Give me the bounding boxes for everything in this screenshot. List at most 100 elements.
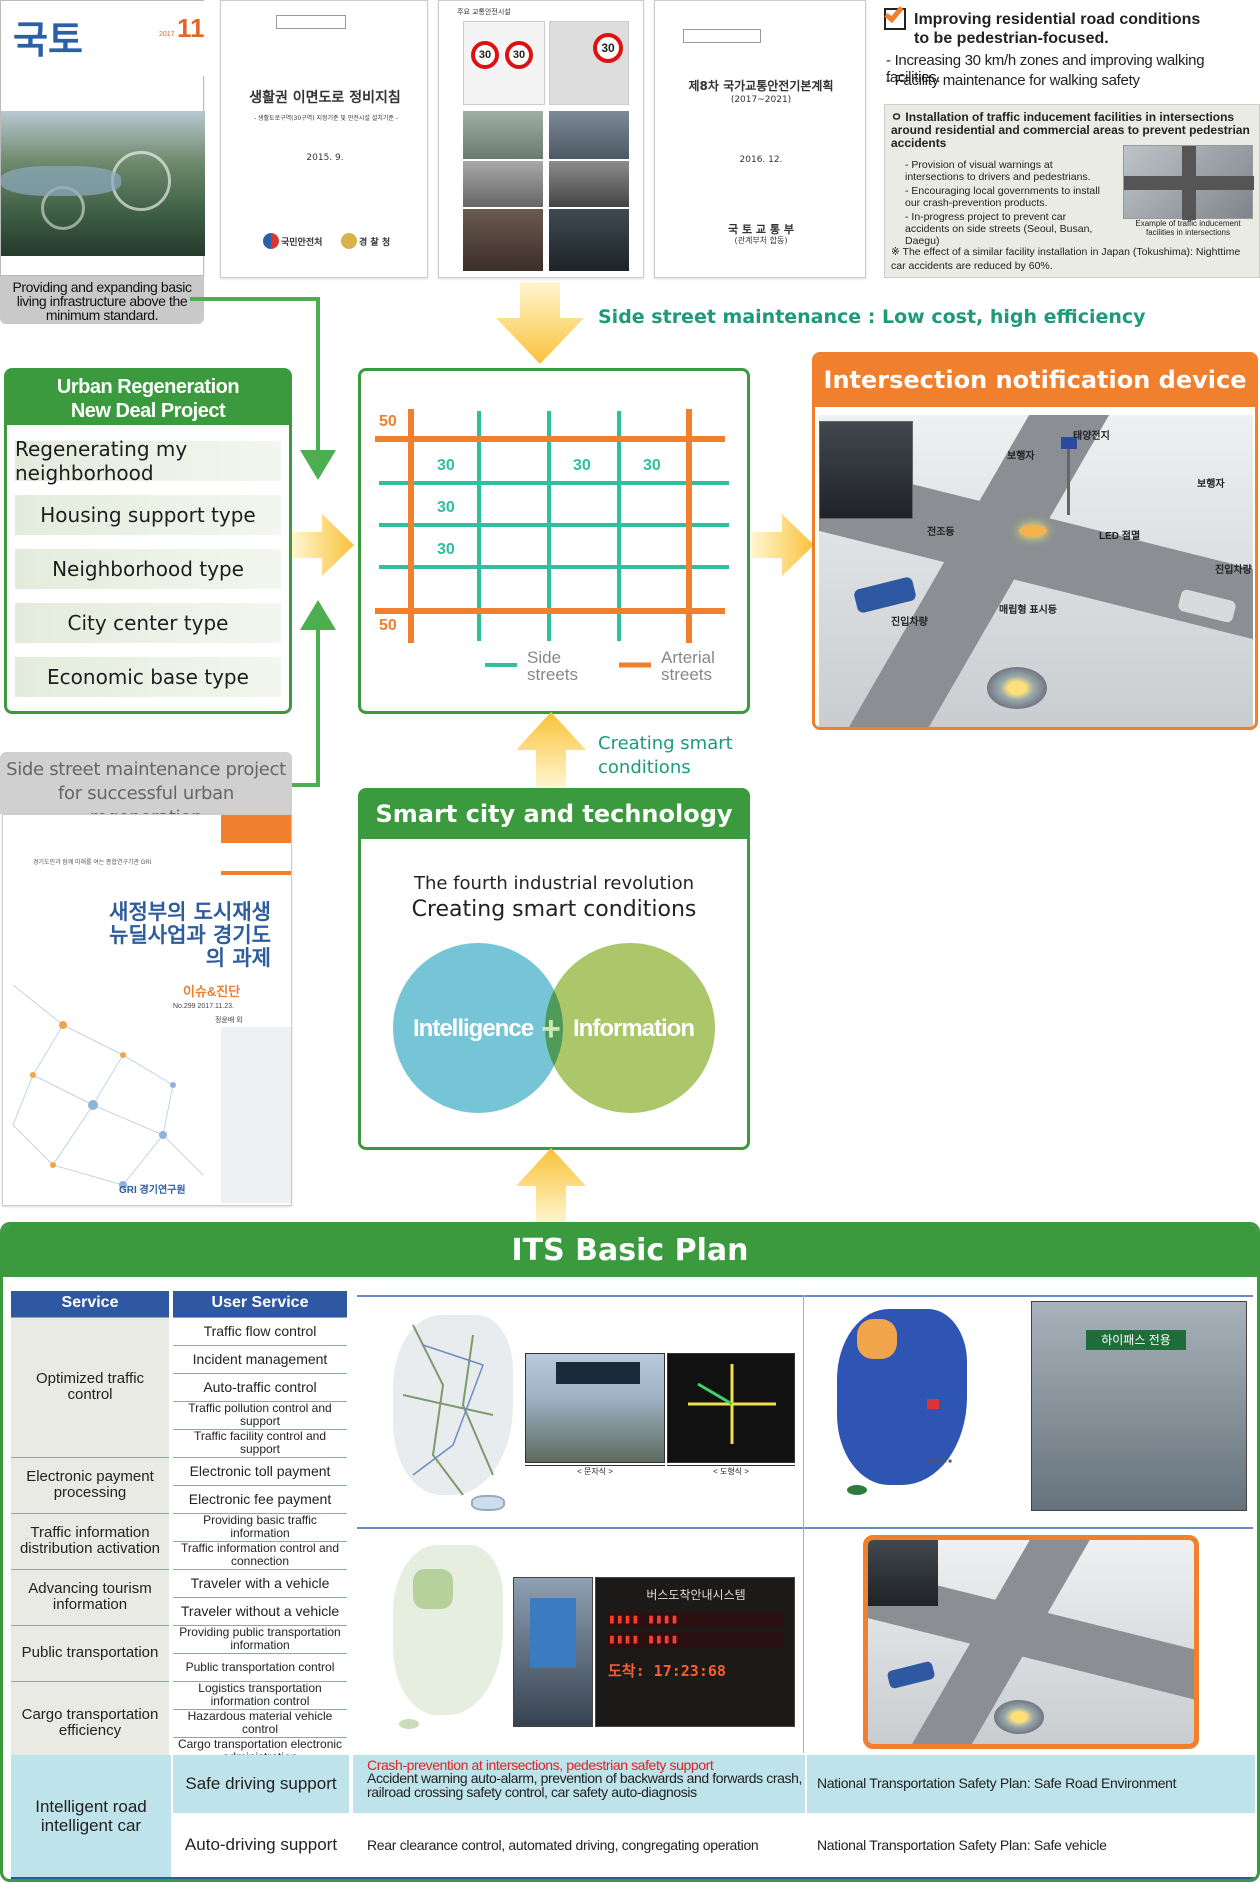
- service-cell: Public transportation: [11, 1625, 171, 1682]
- device-label: 진입차량: [1215, 565, 1252, 576]
- user-service-cell: Electronic toll payment: [169, 1457, 347, 1486]
- doc1-org1: 국민안전처: [281, 238, 323, 248]
- street-grid-panel: 50 50 30 30 30 30 30 Side streets Arteri…: [358, 368, 750, 714]
- smart-line1: The fourth industrial revolution: [413, 873, 694, 894]
- led-lamp-icon: [987, 667, 1047, 709]
- service-cell: Advancing tourism information: [11, 1569, 171, 1626]
- speed-label-side: 30: [643, 457, 661, 474]
- arrow-up-icon: [516, 1148, 586, 1224]
- magazine-year: 2017: [159, 31, 175, 38]
- checklist-item: - Facility maintenance for walking safet…: [886, 72, 1140, 89]
- user-service-cell: Providing public transportation informat…: [169, 1625, 347, 1654]
- road-photo: [463, 209, 543, 271]
- user-service-cell: Incident management: [169, 1345, 347, 1374]
- road-photo: [549, 209, 629, 271]
- road-photo: [463, 161, 543, 207]
- traffic-facilities-document: 주요 교통안전시설 30 30 30: [438, 0, 644, 278]
- doc3-date: 2016. 12.: [739, 155, 783, 165]
- device-label: 진입차량: [891, 617, 928, 628]
- road-photo: [549, 111, 629, 159]
- korea-tourism-map: [373, 1539, 513, 1739]
- creating-smart-label: Creating smart conditions: [598, 733, 733, 778]
- checklist-note: ※ The effect of a similar facility insta…: [891, 246, 1241, 272]
- kiosk-photo: [513, 1577, 593, 1727]
- intelligence-circle: [393, 943, 563, 1113]
- doc1-date: 2015. 9.: [306, 153, 344, 163]
- user-service-cell: Traffic pollution control and support: [169, 1401, 347, 1430]
- speed-label-side: 30: [573, 457, 591, 474]
- checklist-box: ㅇ Installation of traffic inducement fac…: [884, 104, 1260, 278]
- side-project-label: Side street maintenance project for succ…: [0, 752, 292, 828]
- doc1-org2: 경 찰 청: [359, 238, 391, 248]
- header-user-service: User Service: [171, 1291, 347, 1318]
- safety-logo-icon: [263, 233, 279, 249]
- bottom-service-cell: Intelligent road intelligent car: [11, 1755, 171, 1877]
- arrow-down-icon: [496, 282, 584, 364]
- magazine-title: 국토: [13, 18, 83, 62]
- guideline-document: 생활권 이면도로 정비지침 - 생활도로구역(30구역) 지정기준 및 안전시설…: [220, 0, 428, 278]
- urban-item: Regenerating my neighborhood: [15, 437, 281, 485]
- device-label: 매립형 표시등: [999, 605, 1057, 616]
- photo-caption: < 문자식 >: [525, 1465, 665, 1477]
- speed-sign-icon: 30: [471, 41, 499, 69]
- safe-driving-desc: Accident warning auto-alarm, prevention …: [367, 1770, 802, 1800]
- speed-sign-icon: 30: [593, 33, 623, 63]
- legend-arterial-streets: Arterial streets: [661, 648, 715, 684]
- photo-caption: < 도형식 >: [667, 1465, 795, 1477]
- car-icon: [852, 576, 918, 614]
- highlighted-intersection-device: [863, 1535, 1199, 1749]
- safe-driving-highlight: Crash-prevention at intersections, pedes…: [367, 1757, 714, 1773]
- urban-item: Neighborhood type: [15, 549, 281, 589]
- korea-payment-map: ■ ■ ■ ■ ■: [817, 1309, 1015, 1519]
- service-cell: Electronic payment processing: [11, 1457, 171, 1514]
- doc3-title: 제8차 국가교통안전기본계획: [688, 79, 834, 93]
- device-label: 보행자: [1007, 451, 1035, 462]
- user-service-cell: Logistics transportation information con…: [169, 1681, 347, 1710]
- user-service-cell: Traveler with a vehicle: [169, 1569, 347, 1598]
- device-label: 태양전지: [1073, 431, 1110, 442]
- doc2-heading: 주요 교통안전시설: [457, 8, 511, 16]
- plus-icon: +: [541, 1010, 561, 1048]
- service-cell: Optimized traffic control: [11, 1317, 171, 1458]
- arrow-up-icon: [516, 712, 586, 788]
- magazine-caption: Providing and expanding basic living inf…: [0, 276, 204, 324]
- urban-regeneration-panel: Urban Regeneration New Deal Project Dist…: [4, 368, 292, 714]
- magazine-photo: [1, 111, 205, 256]
- magazine-issue: 11: [177, 13, 205, 43]
- report-tag: 이슈&진단: [183, 984, 241, 999]
- led-lamp-icon: [994, 1700, 1044, 1734]
- checklist-box-item: - Provision of visual warnings at inters…: [905, 159, 1091, 183]
- hipass-sign: 하이패스 전용: [1086, 1330, 1186, 1350]
- bus-time: 도착: 17:23:68: [608, 1662, 726, 1680]
- smart-city-panel: Smart city and technology The fourth ind…: [358, 788, 750, 1150]
- user-service-cell: Traveler without a vehicle: [169, 1597, 347, 1626]
- safety-plan-document: 제8차 국가교통안전기본계획 (2017~2021) 2016. 12. 국 토…: [654, 0, 866, 278]
- intelligence-label: Intelligence: [413, 1015, 534, 1042]
- checklist-box-item: - In-progress project to prevent car acc…: [905, 211, 1093, 247]
- vms-photo: [525, 1353, 665, 1463]
- doc1-subtitle: - 생활도로구역(30구역) 지정기준 및 안전시설 설치기준 -: [253, 115, 398, 122]
- bus-sign-header: 버스도착안내시스템: [646, 1588, 746, 1602]
- bus-info-sign: 버스도착안내시스템 ▮▮▮▮ ▮▮▮▮ ▮▮▮▮ ▮▮▮▮ 도착: 17:23:…: [595, 1577, 795, 1727]
- device-label: 전조등: [927, 527, 955, 538]
- information-circle: [545, 943, 715, 1113]
- smart-line2: Creating smart conditions: [411, 897, 697, 922]
- user-service-cell: Traffic information control and connecti…: [169, 1541, 347, 1570]
- service-cell: Cargo transportation efficiency: [11, 1681, 171, 1766]
- intersection-device-title: Intersection notification device: [815, 355, 1255, 407]
- speed-label-arterial: 50: [379, 413, 397, 430]
- doc3-years: (2017~2021): [730, 95, 792, 105]
- its-service-table: Service User Service Optimized traffic c…: [11, 1291, 347, 1766]
- speed-label-arterial: 50: [379, 617, 397, 634]
- report-title: 새정부의 도시재생 뉴딜사업과 경기도의 과제: [109, 900, 271, 970]
- user-service-cell: Hazardous material vehicle control: [169, 1709, 347, 1738]
- checkbox-icon: [884, 2, 906, 30]
- user-service-cell: Traffic flow control: [169, 1317, 347, 1346]
- checklist-heading: Improving residential road conditions to…: [914, 11, 1201, 47]
- street-grid: [375, 409, 729, 668]
- safe-driving-plan: National Transportation Safety Plan: Saf…: [817, 1775, 1177, 1791]
- speed-sign-icon: 30: [505, 41, 533, 69]
- checklist-box-title: ㅇ Installation of traffic inducement fac…: [891, 110, 1250, 150]
- device-label: 보행자: [1197, 479, 1225, 490]
- speed-label-side: 30: [437, 457, 455, 474]
